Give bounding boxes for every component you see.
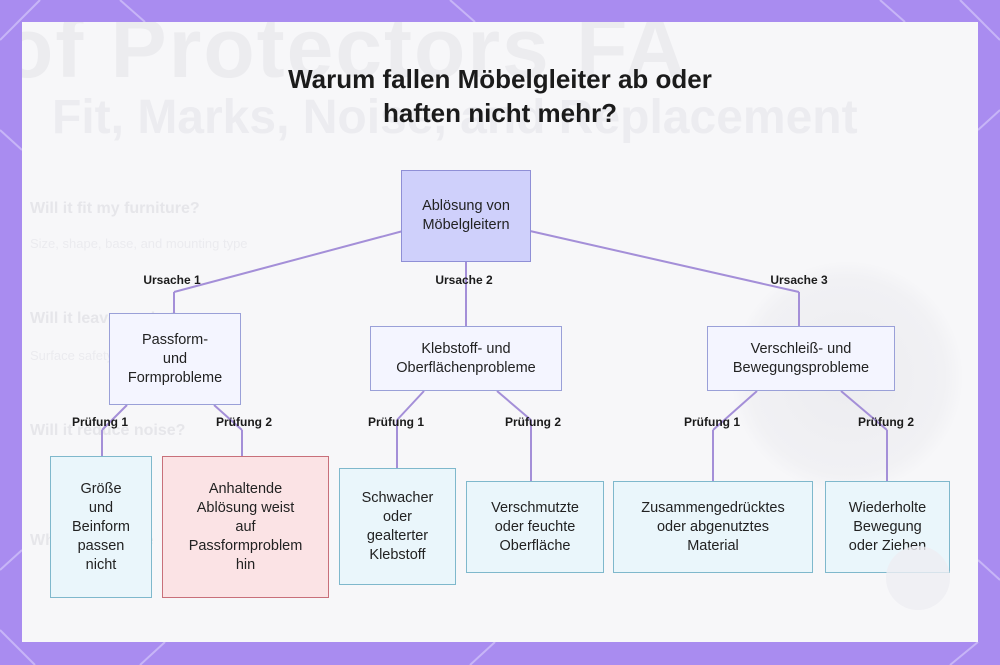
edge-label-pruefung-2a: Prüfung 2 bbox=[216, 415, 272, 429]
edge-label-pruefung-2b: Prüfung 2 bbox=[505, 415, 561, 429]
leaf-node-5: Zusammengedrücktes oder abgenutztes Mate… bbox=[613, 481, 813, 573]
leaf-node-1: Größe und Beinform passen nicht bbox=[50, 456, 152, 598]
leaf-node-2-label: Anhaltende Ablösung weist auf Passformpr… bbox=[189, 480, 303, 575]
edge-label-ursache-2: Ursache 2 bbox=[435, 273, 492, 287]
category-node-1-label: Passform- und Formprobleme bbox=[128, 331, 222, 388]
root-node-label: Ablösung von Möbelgleitern bbox=[422, 197, 510, 235]
category-node-2: Klebstoff- und Oberflächenprobleme bbox=[370, 326, 562, 391]
edge-label-pruefung-1b: Prüfung 1 bbox=[368, 415, 424, 429]
edge-label-pruefung-1c: Prüfung 1 bbox=[684, 415, 740, 429]
leaf-node-3: Schwacher oder gealterter Klebstoff bbox=[339, 468, 456, 585]
category-node-2-label: Klebstoff- und Oberflächenprobleme bbox=[396, 340, 535, 378]
leaf-node-2-alert: Anhaltende Ablösung weist auf Passformpr… bbox=[162, 456, 329, 598]
leaf-node-1-label: Größe und Beinform passen nicht bbox=[72, 480, 130, 575]
leaf-node-5-label: Zusammengedrücktes oder abgenutztes Mate… bbox=[641, 499, 784, 556]
leaf-node-3-label: Schwacher oder gealterter Klebstoff bbox=[362, 489, 434, 565]
root-node: Ablösung von Möbelgleitern bbox=[401, 170, 531, 262]
edge-label-pruefung-2c: Prüfung 2 bbox=[858, 415, 914, 429]
watermark-badge-icon bbox=[886, 546, 950, 610]
edge-label-ursache-1: Ursache 1 bbox=[143, 273, 200, 287]
category-node-3-label: Verschleiß- und Bewegungsprobleme bbox=[733, 340, 869, 378]
connector-root-cat1 bbox=[174, 231, 403, 292]
leaf-node-4-label: Verschmutzte oder feuchte Oberfläche bbox=[491, 499, 579, 556]
category-node-3: Verschleiß- und Bewegungsprobleme bbox=[707, 326, 895, 391]
leaf-node-4: Verschmutzte oder feuchte Oberfläche bbox=[466, 481, 604, 573]
edge-label-pruefung-1a: Prüfung 1 bbox=[72, 415, 128, 429]
category-node-1: Passform- und Formprobleme bbox=[109, 313, 241, 405]
connector-root-cat3 bbox=[530, 231, 799, 292]
edge-label-ursache-3: Ursache 3 bbox=[770, 273, 827, 287]
